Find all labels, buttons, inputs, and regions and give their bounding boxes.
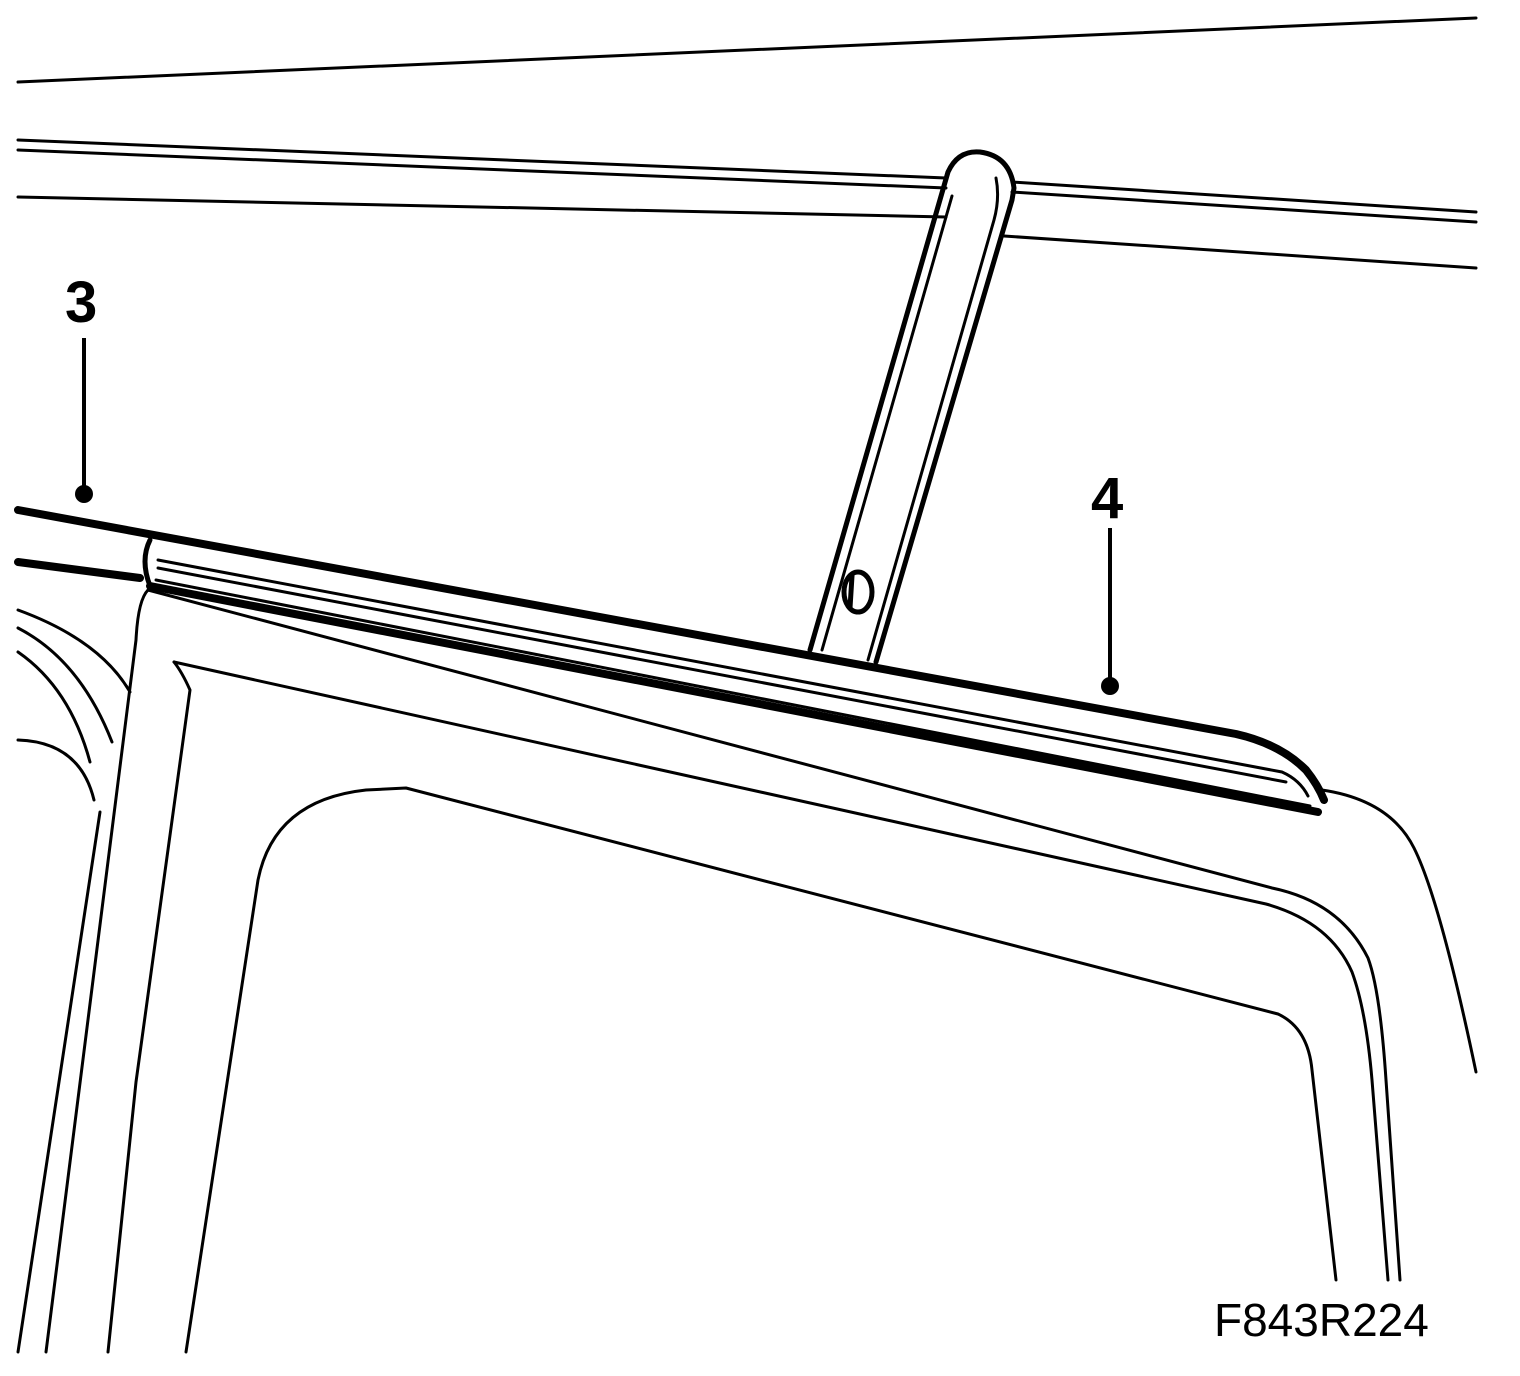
retaining-strip [807, 149, 1017, 665]
callout-4-dot [1101, 677, 1119, 695]
screw-icon [841, 569, 875, 615]
door-frame [16, 588, 1478, 1354]
roof-rail-moulding [14, 506, 1328, 816]
callout-4: 4 [1091, 466, 1123, 695]
callout-3-label: 3 [65, 270, 97, 335]
roof-contour-lines [16, 16, 1478, 270]
window-opening [184, 786, 1338, 1354]
figure-code: F843R224 [1214, 1294, 1429, 1346]
callout-4-label: 4 [1091, 466, 1123, 531]
body-curves [16, 608, 132, 802]
callout-3: 3 [65, 270, 97, 503]
callout-3-dot [75, 485, 93, 503]
